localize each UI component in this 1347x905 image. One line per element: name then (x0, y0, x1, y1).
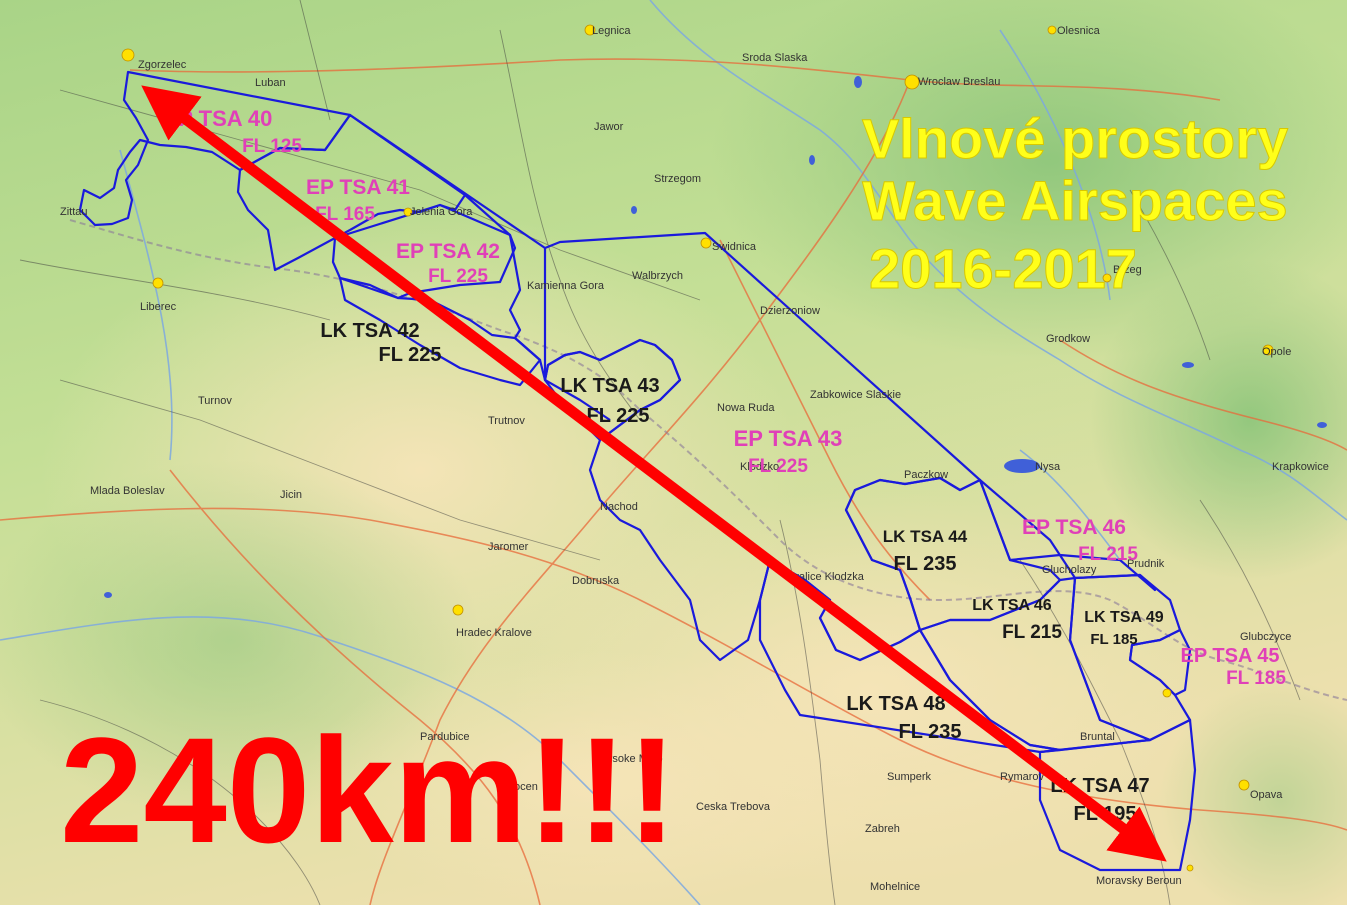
airspace-name-ep-tsa-45: EP TSA 45 (1181, 645, 1280, 667)
town-wroclaw: Wroclaw Breslau (918, 76, 1000, 88)
town-jaromer: Jaromer (488, 541, 529, 553)
town-glubczyce: Glubczyce (1240, 631, 1291, 643)
town-zgorzelec: Zgorzelec (138, 59, 187, 71)
town-legnica: Legnica (592, 25, 631, 37)
town-paczkow: Paczkow (904, 469, 948, 481)
airspace-level-lk-tsa-46: FL 215 (1002, 622, 1062, 643)
town-rymarov: Rymarov (1000, 771, 1045, 783)
airspace-name-ep-tsa-41: EP TSA 41 (306, 176, 410, 199)
airspace-level-ep-tsa-45: FL 185 (1226, 668, 1286, 689)
airspace-level-lk-tsa-42: FL 225 (379, 344, 442, 366)
town-jelenia-gora: Jelenia Gora (410, 206, 473, 218)
town-jicin: Jicin (280, 489, 302, 501)
town-mlada-boleslav: Mlada Boleslav (90, 485, 165, 497)
town-jawor: Jawor (594, 121, 624, 133)
airspace-name-lk-tsa-46: LK TSA 46 (972, 597, 1052, 614)
town-walbrzych: Walbrzych (632, 270, 683, 282)
town-ceska-trebova: Ceska Trebova (696, 801, 771, 813)
airspace-name-lk-tsa-49: LK TSA 49 (1084, 609, 1164, 626)
airspace-name-lk-tsa-48: LK TSA 48 (846, 693, 945, 715)
airspace-level-lk-tsa-49: FL 185 (1090, 631, 1137, 648)
town-nachod: Nachod (600, 501, 638, 513)
town-hlucholazy: Glucholazy (1042, 564, 1097, 576)
town-sumperk: Sumperk (887, 771, 932, 783)
town-luban: Luban (255, 77, 286, 89)
town-trutnov: Trutnov (488, 415, 525, 427)
town-nowa-ruda: Nowa Ruda (717, 402, 775, 414)
town-kamienna-gora: Kamienna Gora (527, 280, 605, 292)
town-strzegom: Strzegom (654, 173, 701, 185)
airspace-level-lk-tsa-44: FL 235 (894, 553, 957, 575)
town-zittau: Zittau (60, 206, 88, 218)
airspace-level-ep-tsa-42: FL 225 (428, 266, 488, 287)
title-line-3: 2016-2017 (869, 237, 1137, 300)
town-bruntal: Bruntal (1080, 731, 1115, 743)
town-olesnica: Olesnica (1057, 25, 1101, 37)
airspace-level-lk-tsa-48: FL 235 (899, 721, 962, 743)
town-swidnica: Swidnica (712, 241, 757, 253)
town-moravsky-beroun: Moravsky Beroun (1096, 875, 1182, 887)
title-line-2: Wave Airspaces (862, 169, 1287, 232)
distance-arrow (141, 85, 1167, 862)
town-opole: Opole (1262, 346, 1291, 358)
town-dobruska: Dobruska (572, 575, 620, 587)
town-zabreh: Zabreh (865, 823, 900, 835)
airspace-level-ep-tsa-40: FL 125 (242, 136, 302, 157)
map-title: Vlnové prostory Wave Airspaces 2016-2017 (861, 107, 1288, 301)
town-hradec-kralove: Hradec Kralove (456, 627, 532, 639)
title-line-1: Vlnové prostory (862, 107, 1288, 170)
town-krapkowice: Krapkowice (1272, 461, 1329, 473)
town-liberec: Liberec (140, 301, 177, 313)
town-nysa: Nysa (1035, 461, 1061, 473)
town-zabkowice: Zabkowice Slaskie (810, 389, 901, 401)
distance-label: 240km!!! (60, 706, 677, 874)
town-turnov: Turnov (198, 395, 232, 407)
airspace-level-ep-tsa-46: FL 215 (1078, 544, 1138, 565)
town-grodkow: Grodkow (1046, 333, 1090, 345)
airspace-name-lk-tsa-42: LK TSA 42 (320, 320, 419, 342)
town-dzierzoniow: Dzierzoniow (760, 305, 820, 317)
airspace-level-ep-tsa-43: FL 225 (748, 456, 808, 477)
town-mohelnice: Mohelnice (870, 881, 920, 893)
airspace-name-lk-tsa-44: LK TSA 44 (883, 527, 968, 546)
airspace-name-lk-tsa-43: LK TSA 43 (560, 375, 659, 397)
airspace-name-ep-tsa-46: EP TSA 46 (1022, 516, 1126, 539)
town-opava: Opava (1250, 789, 1283, 801)
airspace-name-ep-tsa-43: EP TSA 43 (734, 426, 843, 451)
town-sroda-slaska: Sroda Slaska (742, 52, 808, 64)
airspace-name-ep-tsa-42: EP TSA 42 (396, 240, 500, 263)
